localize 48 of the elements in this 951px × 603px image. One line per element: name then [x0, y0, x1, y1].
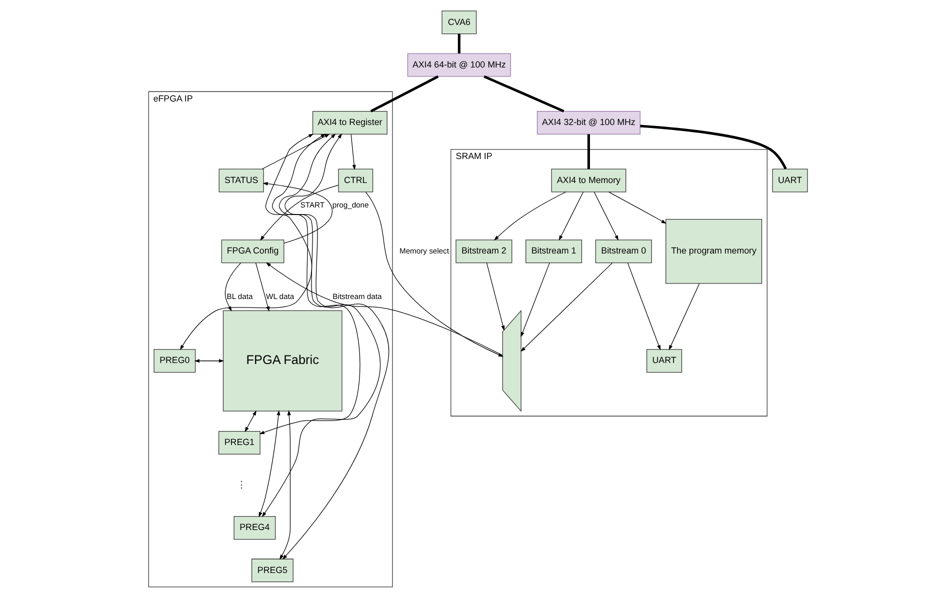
node-box: CVA6	[442, 10, 477, 34]
node-box: UART	[772, 168, 808, 192]
node-box: AXI4 to Memory	[551, 168, 626, 192]
node-box: Bitstream 1	[526, 240, 582, 264]
arrow	[260, 184, 339, 241]
arrow	[486, 262, 505, 331]
node-box: PREG5	[252, 558, 294, 582]
node-box: UART	[646, 349, 682, 373]
node-box: PREG1	[218, 431, 260, 455]
arrow	[262, 134, 330, 170]
node-box: FPGA Config	[221, 240, 284, 264]
node-box: PREG0	[154, 349, 196, 373]
label: ⋮	[236, 480, 246, 490]
connector	[458, 34, 460, 54]
arrow	[494, 192, 566, 240]
connector	[640, 124, 787, 170]
arrow	[280, 410, 291, 560]
arrow	[180, 134, 314, 350]
node-box: AXI4 to Register	[312, 111, 388, 134]
arrow	[558, 192, 584, 241]
node-box: Bitstream 0	[595, 240, 652, 264]
connector	[484, 75, 564, 112]
arrow	[594, 192, 619, 241]
node-box: The program memory	[666, 218, 762, 284]
node-box: STATUS	[218, 168, 264, 192]
node-box: PREG4	[234, 516, 276, 540]
arrow	[258, 410, 280, 518]
node-box: AXI4 32-bit @ 100 MHz	[536, 111, 640, 134]
arrow	[520, 262, 613, 352]
arrow	[194, 359, 224, 363]
arrow	[350, 134, 356, 170]
arrow	[262, 182, 333, 244]
arrow	[668, 283, 700, 350]
node-box: CTRL	[338, 168, 374, 192]
arrow	[255, 262, 270, 312]
arrow	[244, 410, 256, 432]
connector	[370, 75, 439, 112]
node-box: FPGA Fabric	[222, 310, 342, 412]
connector	[587, 134, 590, 170]
node-box: AXI4 64-bit @ 100 MHz	[407, 53, 511, 77]
arrow	[224, 262, 242, 312]
arrow	[282, 133, 390, 560]
arrow	[262, 134, 381, 518]
node-box: Bitstream 2	[456, 240, 512, 264]
arrow	[520, 262, 550, 338]
arrow	[608, 192, 666, 224]
arrow	[259, 134, 360, 434]
arrow	[627, 262, 661, 350]
